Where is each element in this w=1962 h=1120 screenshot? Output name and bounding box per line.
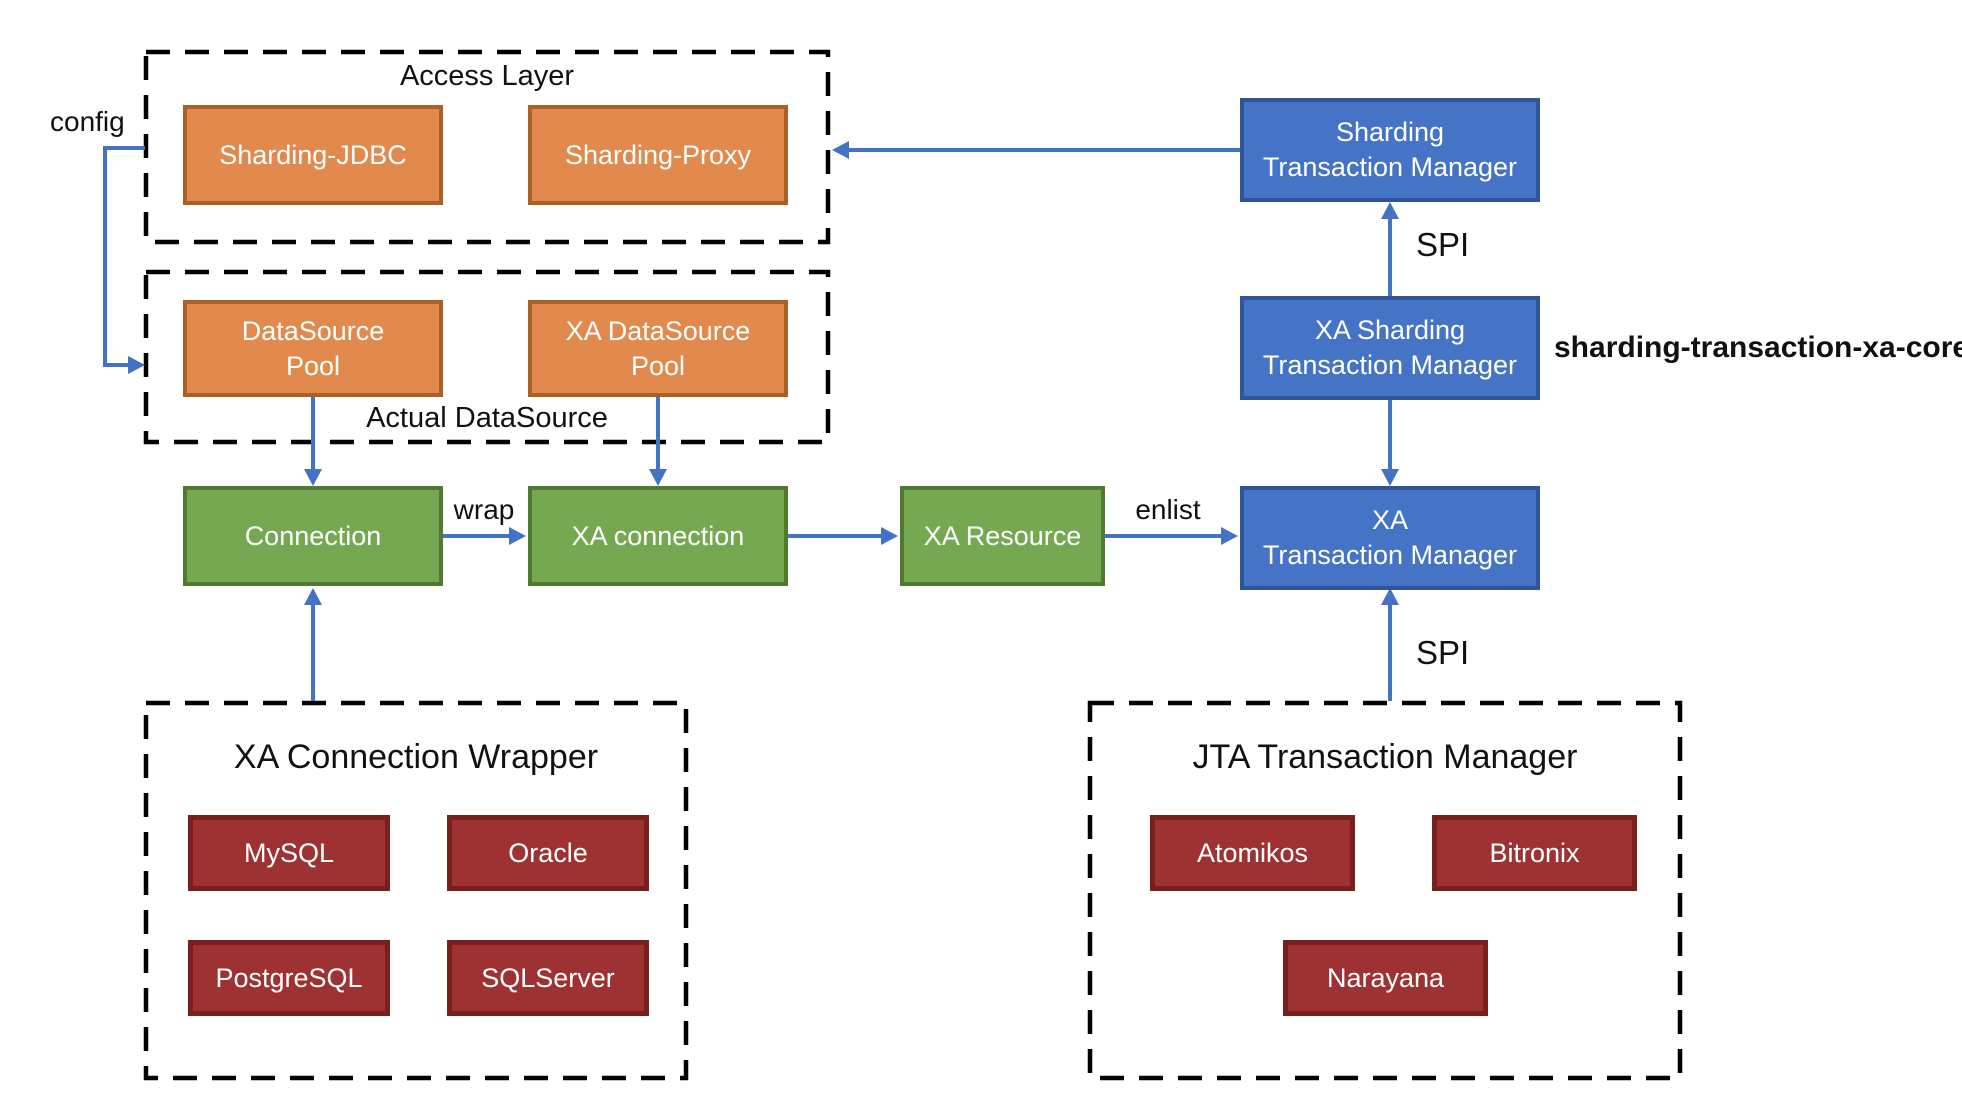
- node-sharding-proxy-label: Sharding-Proxy: [564, 139, 752, 170]
- node-bitronix: Bitronix: [1432, 815, 1637, 891]
- edge-xashardingtm-to-xatm: [1381, 400, 1399, 486]
- node-datasource-pool-label: DataSource Pool: [241, 315, 385, 381]
- node-atomikos: Atomikos: [1150, 815, 1355, 891]
- xa-connection-wrapper-title: XA Connection Wrapper: [233, 738, 599, 776]
- node-connection-label: Connection: [244, 520, 382, 551]
- node-xa-transaction-manager: XA Transaction Manager: [1240, 486, 1540, 590]
- node-xa-datasource-pool: XA DataSource Pool: [528, 300, 788, 397]
- node-mysql-label: MySQL: [243, 837, 335, 868]
- node-narayana-label: Narayana: [1326, 962, 1445, 993]
- node-mysql: MySQL: [188, 815, 390, 891]
- node-oracle-label: Oracle: [508, 837, 588, 868]
- edge-wrap-arrow: [443, 527, 526, 545]
- actual-datasource-title: Actual DataSource: [366, 402, 608, 434]
- wrap-edge-label: wrap: [453, 494, 515, 525]
- edge-xadspool-to-xaconnection: [649, 397, 667, 486]
- node-connection: Connection: [183, 486, 443, 586]
- edge-xaconnection-to-xaresource: [788, 527, 898, 545]
- jta-transaction-manager-box: [1087, 700, 1683, 1081]
- enlist-edge-label: enlist: [1135, 494, 1201, 525]
- node-atomikos-label: Atomikos: [1196, 837, 1309, 868]
- node-oracle: Oracle: [447, 815, 649, 891]
- node-xa-resource-label: XA Resource: [923, 520, 1082, 551]
- edge-wrapper-to-connection: [304, 588, 322, 701]
- access-layer-title: Access Layer: [399, 60, 575, 92]
- node-sharding-transaction-manager: Sharding Transaction Manager: [1240, 98, 1540, 202]
- node-sqlserver: SQLServer: [447, 940, 649, 1016]
- node-sharding-jdbc: Sharding-JDBC: [183, 105, 443, 205]
- node-xa-transaction-manager-label: XA Transaction Manager: [1262, 505, 1518, 570]
- node-datasource-pool: DataSource Pool: [183, 300, 443, 397]
- node-sqlserver-label: SQLServer: [481, 962, 615, 993]
- node-xa-datasource-pool-label: XA DataSource Pool: [565, 315, 751, 381]
- xa-connection-wrapper-box: [143, 700, 689, 1081]
- node-xa-sharding-transaction-manager-label: XA Sharding Transaction Manager: [1262, 315, 1518, 380]
- node-sharding-transaction-manager-label: Sharding Transaction Manager: [1262, 117, 1518, 182]
- spi-lower-label: SPI: [1416, 634, 1470, 671]
- spi-upper-label: SPI: [1416, 226, 1470, 263]
- node-postgresql: PostgreSQL: [188, 940, 390, 1016]
- node-xa-resource: XA Resource: [900, 486, 1105, 586]
- edge-shardingtm-to-accesslayer: [832, 141, 1240, 159]
- edge-spi-lower-arrow: [1381, 588, 1399, 701]
- actual-datasource-box: [143, 269, 831, 445]
- edge-spi-upper-arrow: [1381, 202, 1399, 296]
- node-sharding-jdbc-label: Sharding-JDBC: [219, 139, 407, 170]
- sharding-transaction-xa-core-label: sharding-transaction-xa-core: [1554, 331, 1962, 364]
- node-bitronix-label: Bitronix: [1489, 837, 1580, 868]
- edge-dspool-to-connection: [304, 397, 322, 486]
- node-xa-connection: XA connection: [528, 486, 788, 586]
- node-sharding-proxy: Sharding-Proxy: [528, 105, 788, 205]
- access-layer-box: [143, 49, 831, 245]
- node-narayana: Narayana: [1283, 940, 1488, 1016]
- node-postgresql-label: PostgreSQL: [215, 962, 363, 993]
- node-xa-connection-label: XA connection: [571, 520, 745, 551]
- config-edge-label: config: [50, 106, 125, 137]
- jta-transaction-manager-title: JTA Transaction Manager: [1192, 738, 1578, 776]
- edge-config-arrow: [103, 146, 145, 374]
- edge-enlist-arrow: [1105, 527, 1238, 545]
- node-xa-sharding-transaction-manager: XA Sharding Transaction Manager: [1240, 296, 1540, 400]
